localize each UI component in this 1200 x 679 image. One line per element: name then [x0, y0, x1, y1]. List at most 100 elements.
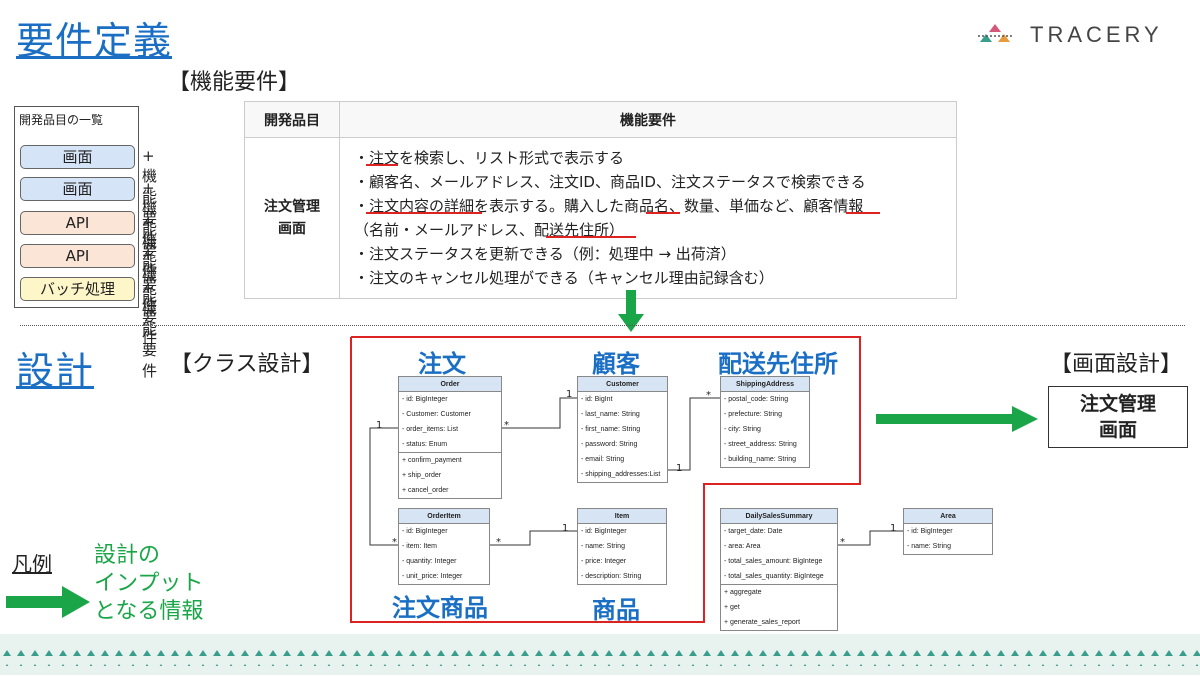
legend-arrow-icon: [6, 586, 90, 618]
functional-heading: 【機能要件】: [168, 70, 301, 95]
class-method: + cancel_order: [402, 487, 449, 494]
requirements-table: 開発品目 機能要件 注文管理 画面 ・注文を検索し、リスト形式で表示する ・顧客…: [244, 101, 957, 299]
highlight-underline: [846, 212, 880, 214]
requirement-line: （名前・メールアドレス、配送先住所）: [354, 221, 625, 239]
class-name: Item: [578, 509, 666, 524]
design-title: 設計: [16, 349, 95, 393]
legend-line: インプット: [94, 571, 204, 596]
highlight-underline: [366, 164, 398, 166]
class-attr: - street_address: String: [724, 441, 797, 448]
class-item: Item - id: BigInteger - name: String - p…: [577, 508, 667, 585]
class-attr: - first_name: String: [581, 426, 641, 433]
class-attr: - quantity: Integer: [402, 558, 457, 565]
class-daily-sales-summary: DailySalesSummary - target_date: Date - …: [720, 508, 838, 631]
class-name: ShippingAddress: [721, 377, 809, 392]
class-name: DailySalesSummary: [721, 509, 837, 524]
class-attr: - target_date: Date: [724, 528, 783, 535]
class-attr: - id: BigInteger: [907, 528, 953, 535]
list-item: API: [20, 211, 135, 235]
brand-name: TRACERY: [1030, 22, 1163, 47]
requirement-line: ・注文を検索し、リスト形式で表示する: [354, 149, 625, 167]
class-attr: - id: BigInteger: [581, 528, 627, 535]
list-item: 画面: [20, 145, 135, 169]
requirement-line: ・注文ステータスを更新できる（例：処理中 → 出荷済）: [354, 245, 736, 263]
class-attr: - name: String: [581, 543, 625, 550]
class-attr: - shipping_addresses:List: [581, 471, 661, 478]
class-attr: - description: String: [581, 573, 642, 580]
dev-list-title: 開発品目の一覧: [19, 113, 104, 127]
class-method: + ship_order: [402, 472, 442, 479]
multiplicity-many: *: [840, 537, 845, 548]
class-method: + get: [724, 604, 740, 611]
multiplicity-many: *: [706, 390, 711, 401]
screen-name-line: 注文管理: [1079, 393, 1156, 415]
class-attr: - order_items: List: [402, 426, 459, 433]
requirement-line: ・注文のキャンセル処理ができる（キャンセル理由記録含む）: [354, 269, 774, 287]
class-name: OrderItem: [399, 509, 489, 524]
plus-requirement-label: + 機能要件: [142, 147, 158, 248]
class-attr: - status: Enum: [402, 441, 448, 448]
table-header-requirements: 機能要件: [339, 101, 957, 138]
item-name-line: 注文管理: [264, 199, 320, 215]
footer-band: [0, 634, 1200, 675]
class-design-heading: 【クラス設計】: [170, 352, 324, 377]
tracery-logo-icon: [976, 22, 1014, 48]
screen-design-box: 注文管理 画面: [1048, 386, 1188, 448]
table-item-name: 注文管理 画面: [244, 137, 340, 299]
class-shipping-address: ShippingAddress - postal_code: String - …: [720, 376, 810, 468]
class-attr: - id: BigInteger: [402, 396, 448, 403]
class-order: Order - id: BigInteger - Customer: Custo…: [398, 376, 502, 499]
class-name: Order: [399, 377, 501, 392]
class-attr: - total_sales_amount: BigIntege: [724, 558, 823, 565]
legend-line: となる情報: [94, 599, 204, 624]
highlight-underline: [546, 236, 636, 238]
class-label-customer: 顧客: [592, 350, 640, 378]
plus-requirement-label: + 機能要件: [142, 279, 158, 380]
class-highlight-frame: [350, 336, 861, 623]
class-name: Customer: [578, 377, 667, 392]
class-attr: - area: Area: [724, 543, 761, 550]
multiplicity-many: *: [504, 420, 509, 431]
plus-requirement-label: + 機能要件: [142, 246, 158, 347]
requirement-line: ・顧客名、メールアドレス、注文ID、商品ID、注文ステータスで検索できる: [354, 173, 866, 191]
class-order-item: OrderItem - id: BigInteger - item: Item …: [398, 508, 490, 585]
requirements-title: 要件定義: [16, 19, 173, 63]
list-item: API: [20, 244, 135, 268]
class-name: Area: [904, 509, 992, 524]
right-arrow-icon: [876, 406, 1038, 432]
class-attr: - building_name: String: [724, 456, 796, 463]
legend-line: 設計の: [94, 543, 161, 568]
class-label-shipping: 配送先住所: [718, 350, 838, 378]
table-requirement-cell: ・注文を検索し、リスト形式で表示する ・顧客名、メールアドレス、注文ID、商品I…: [339, 137, 957, 299]
class-attr: - price: Integer: [581, 558, 627, 565]
class-method: + confirm_payment: [402, 457, 462, 464]
class-attr: - name: String: [907, 543, 951, 550]
class-attr: - email: String: [581, 456, 625, 463]
dev-items-list: 開発品目の一覧 画面 画面 API API バッチ処理: [14, 106, 139, 308]
table-header-item: 開発品目: [244, 101, 340, 138]
multiplicity-one: 1: [676, 463, 683, 474]
class-method: + aggregate: [724, 589, 762, 596]
highlight-underline: [646, 212, 680, 214]
class-attr: - total_sales_quantity: BigIntege: [724, 573, 824, 580]
multiplicity-one: 1: [566, 389, 573, 400]
screen-design-heading: 【画面設計】: [1050, 352, 1183, 377]
class-method: + generate_sales_report: [724, 619, 801, 626]
multiplicity-one: 1: [890, 523, 897, 534]
class-attr: - id: BigInt: [581, 396, 613, 403]
plus-requirement-label: + 機能要件: [142, 213, 158, 314]
requirement-line: ・注文内容の詳細を表示する。購入した商品名、数量、単価など、顧客情報: [354, 197, 864, 215]
multiplicity-many: *: [392, 537, 397, 548]
class-attr: - item: Item: [402, 543, 438, 550]
list-item: バッチ処理: [20, 277, 135, 301]
class-label-item: 商品: [592, 596, 640, 624]
class-customer: Customer - id: BigInt - last_name: Strin…: [577, 376, 668, 483]
class-attr: - id: BigInteger: [402, 528, 448, 535]
multiplicity-many: *: [496, 537, 501, 548]
class-label-order-item: 注文商品: [392, 594, 488, 622]
class-attr: - unit_price: Integer: [402, 573, 463, 580]
multiplicity-one: 1: [562, 523, 569, 534]
class-attr: - postal_code: String: [724, 396, 789, 403]
class-attr: - last_name: String: [581, 411, 640, 418]
